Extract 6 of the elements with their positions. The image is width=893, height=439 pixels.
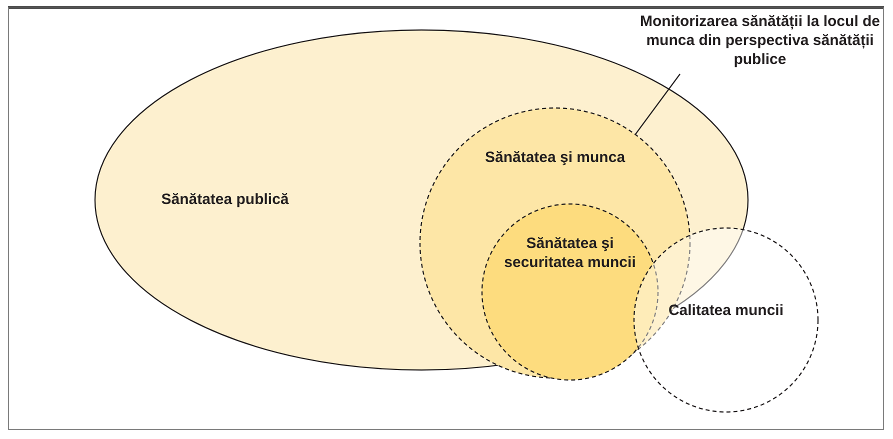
region-label: Sănătatea publică xyxy=(160,190,290,209)
annotation-text: Monitorizarea sănătății la locul de munca din perspectiva sănătății publice xyxy=(638,12,882,69)
region-label: Sănătatea şi securitatea muncii xyxy=(503,234,637,272)
region-label: Calitatea muncii xyxy=(667,301,785,320)
region-label: Sănătatea şi munca xyxy=(484,148,626,167)
leader-line xyxy=(634,74,680,135)
